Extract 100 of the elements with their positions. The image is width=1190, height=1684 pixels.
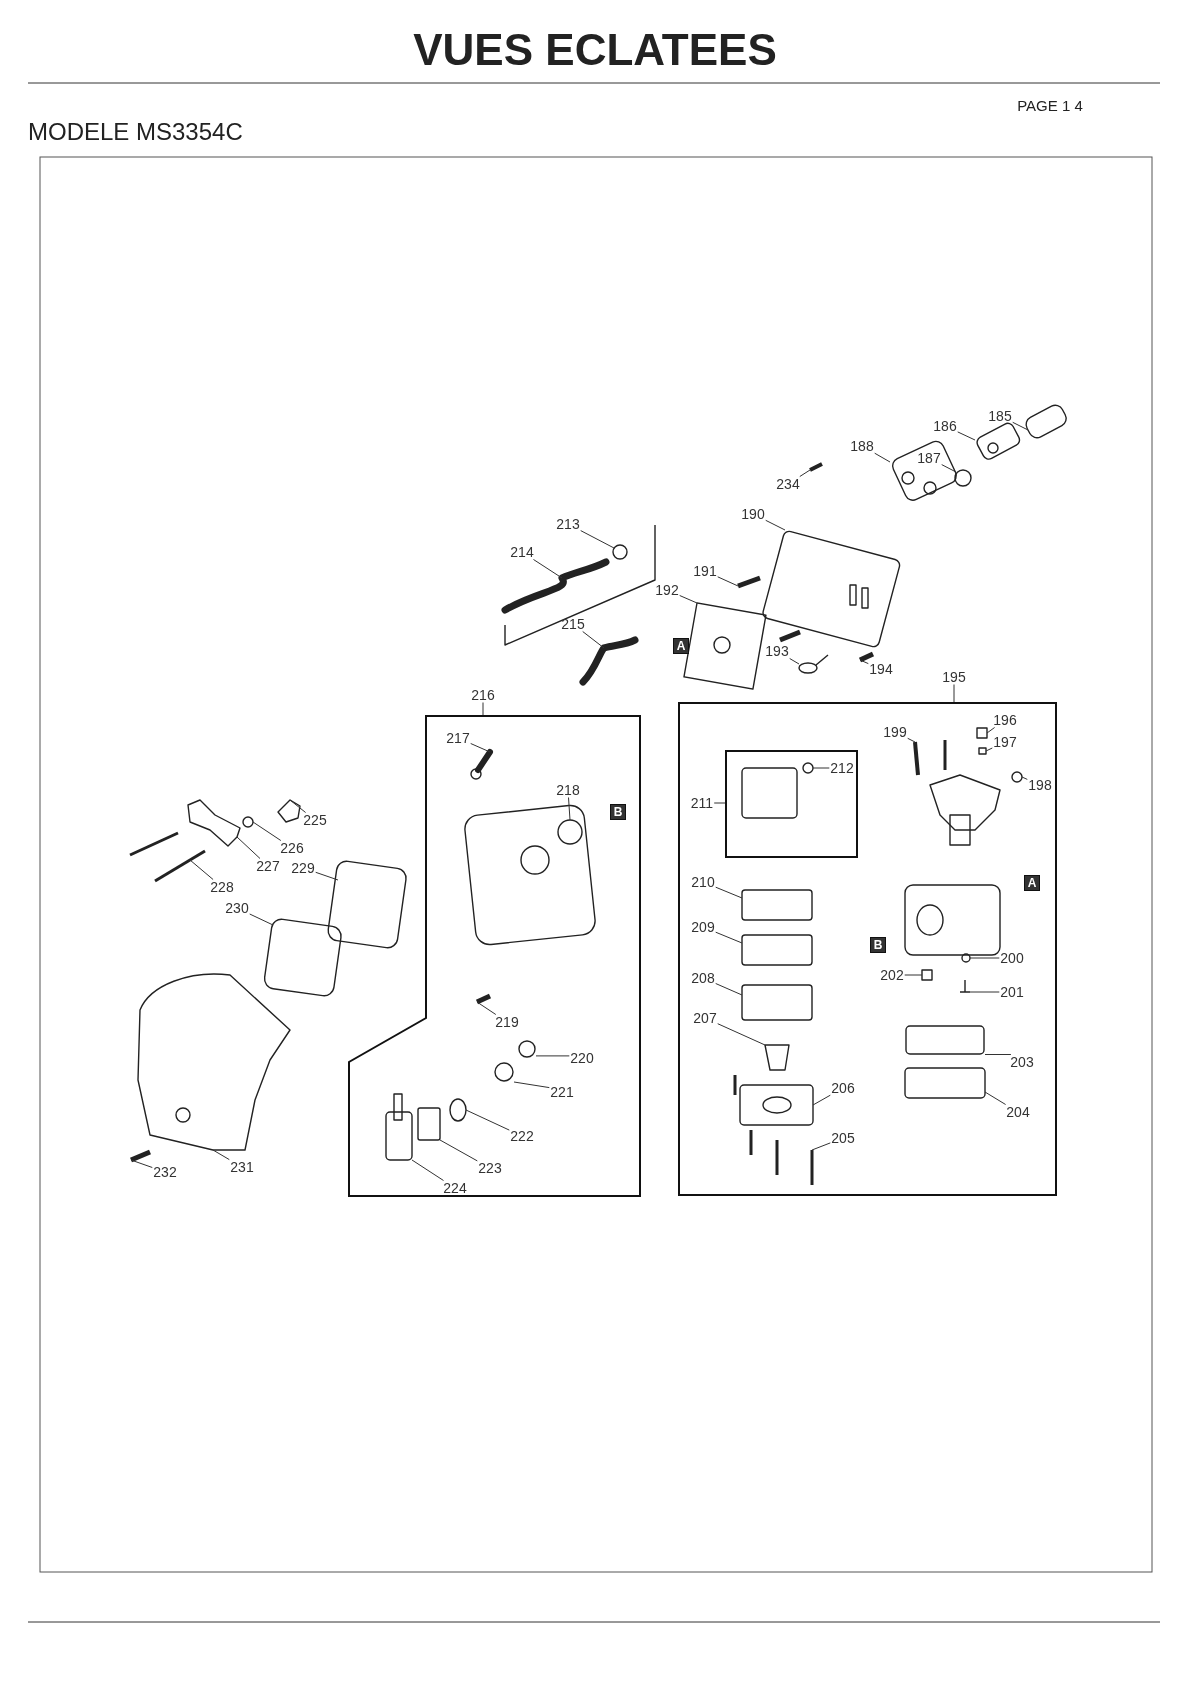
leader-line [476, 1001, 497, 1015]
callout-number: 225 [302, 812, 328, 828]
leader-line [315, 871, 339, 881]
callout-number: 212 [829, 760, 855, 776]
callout-number: 187 [916, 450, 942, 466]
leader-line [969, 991, 1000, 993]
callout-number: 219 [494, 1014, 520, 1030]
leader-line [482, 702, 484, 717]
leader-line [289, 799, 307, 813]
callout-number: 206 [830, 1080, 856, 1096]
leader-line [568, 797, 571, 821]
leader-line [236, 836, 261, 859]
leader-line [252, 821, 282, 841]
page-number: PAGE 1 4 [1017, 97, 1083, 114]
leader-line [984, 1054, 1012, 1055]
callout-number: 229 [290, 860, 316, 876]
leader-line [582, 631, 605, 649]
callout-number: 191 [692, 563, 718, 579]
callout-number: 198 [1027, 777, 1053, 793]
callout-number: 227 [255, 858, 281, 874]
leader-line [953, 684, 955, 703]
callout-number: 195 [941, 669, 967, 685]
callout-number: 216 [470, 687, 496, 703]
callout-number: 185 [987, 408, 1013, 424]
page-title: VUES ECLATEES [412, 24, 778, 76]
callout-number: 213 [555, 516, 581, 532]
callout-number: 199 [882, 724, 908, 740]
callout-number: 214 [509, 544, 535, 560]
leader-line [941, 464, 957, 473]
leader-line [535, 1055, 570, 1057]
callout-number: 231 [229, 1159, 255, 1175]
leader-line [812, 1094, 831, 1106]
callout-number: 196 [992, 712, 1018, 728]
callout-number: 218 [555, 782, 581, 798]
callout-number: 211 [689, 795, 715, 811]
subassembly-frame [725, 750, 858, 858]
leader-line [799, 469, 811, 477]
leader-line [904, 974, 923, 976]
leader-line [985, 747, 993, 752]
callout-number: 192 [654, 582, 680, 598]
subassembly-frame [678, 702, 1057, 1196]
leader-line [969, 957, 1000, 959]
leader-line [130, 1159, 153, 1168]
reference-mark: A [673, 638, 689, 654]
leader-line [715, 983, 743, 996]
leader-line [765, 519, 786, 531]
leader-line [812, 767, 830, 769]
leader-line [907, 737, 916, 743]
leader-line [465, 1109, 510, 1131]
leader-line [811, 1142, 831, 1151]
callout-number: 208 [690, 970, 716, 986]
model-heading: MODELE MS3354C [28, 118, 243, 146]
leader-line [580, 530, 615, 549]
leader-line [717, 1023, 766, 1046]
callout-number: 188 [849, 438, 875, 454]
callout-number: 210 [690, 874, 716, 890]
callout-number: 224 [442, 1180, 468, 1196]
callout-number: 221 [549, 1084, 575, 1100]
leader-line [984, 1091, 1007, 1105]
leader-line [439, 1139, 478, 1162]
leader-line [189, 859, 214, 880]
callout-number: 186 [932, 418, 958, 434]
leader-line [717, 576, 739, 587]
leader-line [249, 913, 274, 926]
leader-line [679, 595, 698, 604]
reference-mark: B [870, 937, 886, 953]
callout-number: 200 [999, 950, 1025, 966]
callout-number: 230 [224, 900, 250, 916]
gasket-drawing [905, 1025, 985, 1055]
callout-number: 232 [152, 1164, 178, 1180]
callout-number: 203 [1009, 1054, 1035, 1070]
leader-line [986, 727, 996, 734]
callout-number: 201 [999, 984, 1025, 1000]
callout-number: 197 [992, 734, 1018, 750]
leader-line [789, 658, 800, 665]
callout-number: 234 [775, 476, 801, 492]
reference-mark: B [610, 804, 626, 820]
callout-number: 226 [279, 840, 305, 856]
callout-number: 215 [560, 616, 586, 632]
subassembly-frame [349, 716, 640, 1196]
callout-number: 190 [740, 506, 766, 522]
leader-line [715, 886, 743, 899]
reference-mark: A [1024, 875, 1040, 891]
callout-number: 209 [690, 919, 716, 935]
leader-line [212, 1149, 230, 1161]
leader-line [470, 743, 491, 753]
callout-number: 193 [764, 643, 790, 659]
leader-line [957, 431, 976, 441]
callout-number: 202 [879, 967, 905, 983]
callout-number: 217 [445, 730, 471, 746]
callout-number: 205 [830, 1130, 856, 1146]
leader-line [411, 1159, 444, 1181]
callout-number: 222 [509, 1128, 535, 1144]
leader-line [513, 1081, 550, 1089]
o-ring-drawing [518, 1040, 536, 1058]
leader-line [713, 802, 726, 804]
callout-number: 194 [868, 661, 894, 677]
callout-number: 220 [569, 1050, 595, 1066]
leader-line [1012, 421, 1029, 431]
callout-number: 207 [692, 1010, 718, 1026]
